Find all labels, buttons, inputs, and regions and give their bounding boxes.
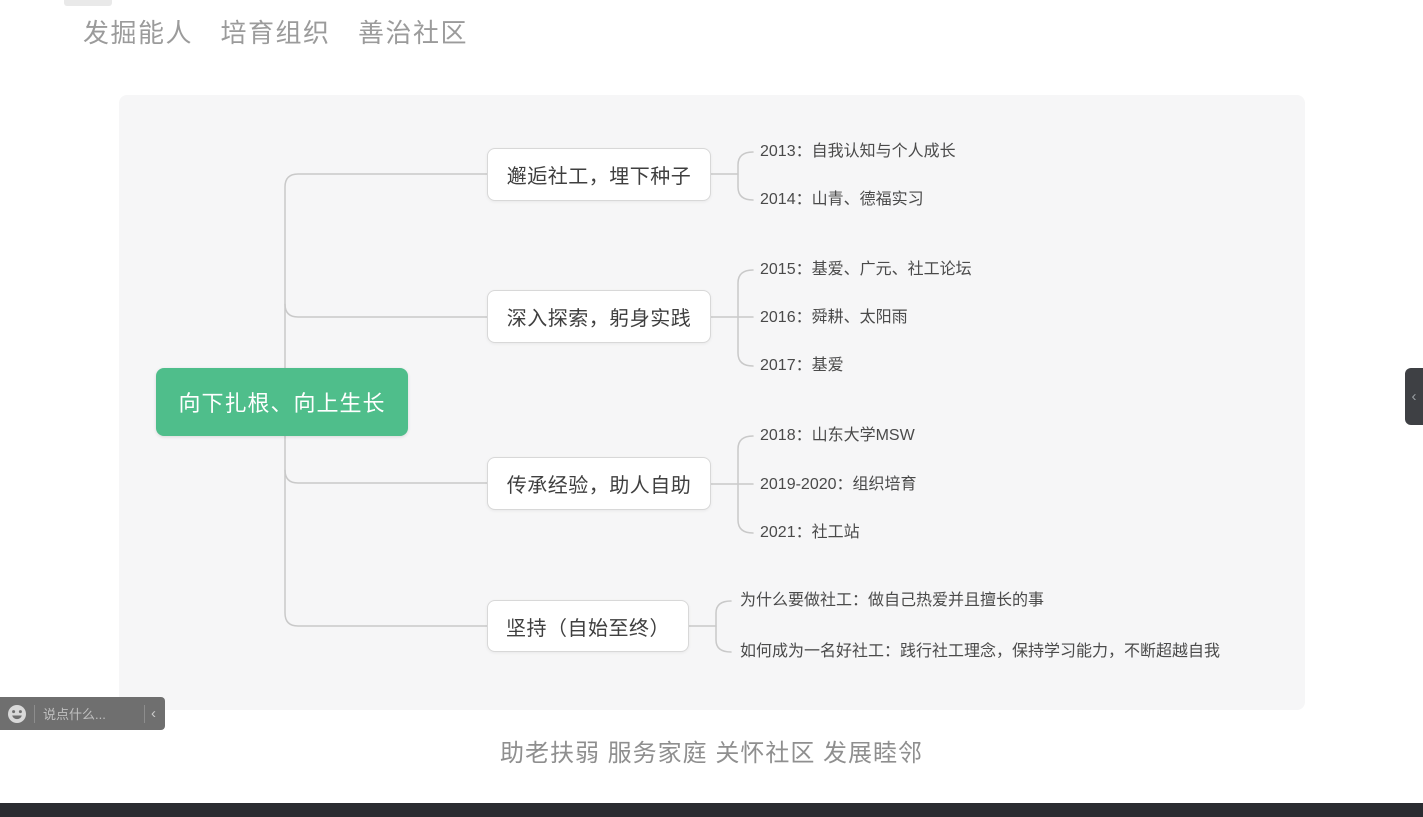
mindmap-leaf[interactable]: 2017：基爱 (760, 357, 844, 374)
footer-slogan: 助老扶弱 服务家庭 关怀社区 发展睦邻 (499, 740, 923, 767)
mindmap-leaf[interactable]: 2014：山青、德福实习 (760, 191, 924, 208)
mindmap-leaf[interactable]: 2019-2020：组织培育 (760, 476, 917, 493)
mindmap-branch-node[interactable]: 传承经验，助人自助 (487, 457, 711, 510)
mindmap-leaf[interactable]: 2021：社工站 (760, 524, 860, 541)
side-panel-toggle[interactable]: ‹ (1405, 368, 1423, 425)
mindmap-branch-node[interactable]: 邂逅社工，埋下种子 (487, 148, 711, 201)
chat-divider (144, 704, 145, 723)
header-slogan: 发掘能人 培育组织 善治社区 (83, 18, 469, 48)
mindmap-leaf[interactable]: 为什么要做社工：做自己热爱并且擅长的事 (740, 592, 1045, 609)
chat-divider (34, 704, 35, 723)
mindmap-leaf[interactable]: 2015：基爱、广元、社工论坛 (760, 261, 972, 278)
chevron-left-icon: ‹ (1411, 388, 1417, 405)
chat-input[interactable]: 说点什么... (43, 707, 106, 722)
chevron-left-icon[interactable]: ‹ (151, 705, 156, 722)
mindmap-root-node[interactable]: 向下扎根、向上生长 (156, 368, 408, 436)
emoji-smiley-icon[interactable] (7, 704, 27, 724)
mindmap-branch-node[interactable]: 坚持（自始至终） (487, 600, 689, 652)
mindmap-branch-node[interactable]: 深入探索，躬身实践 (487, 290, 711, 343)
mindmap-leaf[interactable]: 2013：自我认知与个人成长 (760, 143, 956, 160)
mindmap-leaf[interactable]: 2016：舜耕、太阳雨 (760, 309, 908, 326)
mindmap-leaf[interactable]: 2018：山东大学MSW (760, 427, 915, 444)
chat-bar: 说点什么... ‹ (0, 697, 165, 730)
cutoff-element (64, 0, 112, 6)
mindmap-leaf[interactable]: 如何成为一名好社工：践行社工理念，保持学习能力，不断超越自我 (740, 643, 1221, 660)
bottom-bar (0, 803, 1423, 817)
